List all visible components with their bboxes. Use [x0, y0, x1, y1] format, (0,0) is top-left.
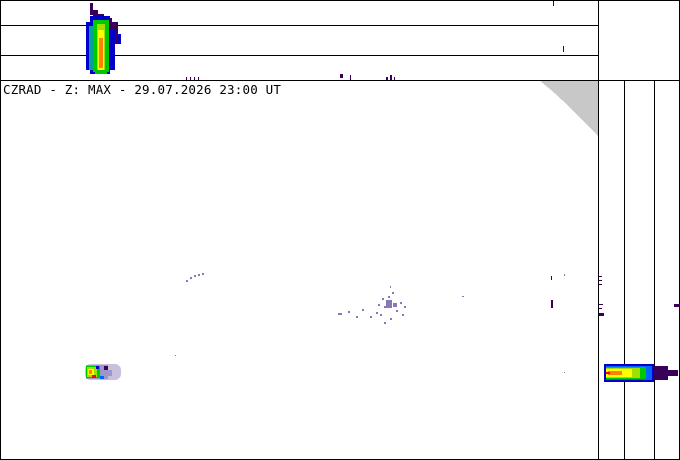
top-projection-echo — [86, 3, 121, 74]
weak-echo-cluster — [175, 273, 565, 373]
storm-cell-echo — [85, 364, 121, 380]
product-title: CZRAD - Z: MAX - 29.07.2026 23:00 UT — [3, 82, 282, 97]
side-projection-echo — [604, 364, 678, 382]
no-coverage-area — [540, 81, 598, 136]
top-projection-panel — [0, 0, 599, 81]
side-projection-panel — [598, 80, 680, 460]
main-map-panel — [0, 80, 599, 460]
corner-panel — [598, 0, 680, 81]
